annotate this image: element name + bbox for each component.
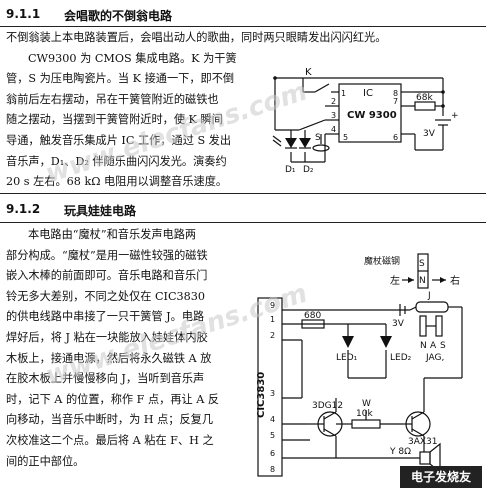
section2-line: 间的正中部位。 [6, 454, 85, 468]
led1-label: LED₁ [336, 353, 358, 363]
section2-line: 的供电线路中串接了一只干簧管 J。电路 [6, 310, 205, 324]
speaker-label: Y 8Ω [389, 447, 411, 457]
section1-line: 20 s 左右。68 kΩ 电阻用以调整音乐速度。 [6, 175, 228, 189]
transistor-3dg12: 3DG12 [312, 401, 343, 411]
section2-line: 铃无多大差别，不同之处仅在 CIC3830 [6, 289, 206, 303]
section2-line: 木板上，接通电源，然后将永久磁铁 A 放 [6, 351, 212, 365]
section1-rule [0, 26, 486, 27]
section1-line: 导通，触发音乐集成片 IC 工作，通过 S 发出 [6, 134, 232, 147]
pin-7: 7 [393, 97, 398, 106]
section2-line: 向移动，当音乐中断时，为 H 点；反复几 [6, 413, 214, 427]
section2-line: 时，记下 A 的位置，称作 F 点，再让 A 反 [6, 392, 220, 406]
chip-pin-3: 3 [270, 389, 275, 398]
battery-3v: 3V [392, 319, 405, 329]
site-logo: 电子发烧友 [400, 466, 482, 488]
section2-line: 部分构成。“魔杖”是用一磁性较强的磁铁 [6, 248, 208, 262]
pin-2: 2 [331, 97, 336, 106]
section2-top-rule [0, 193, 486, 194]
section1-number: 9.1.1 [6, 7, 41, 21]
wand-pole-n: N [419, 276, 426, 286]
section1-line: 随之摆动，当摆到干簧管附近时，使 K 瞬间 [6, 113, 223, 127]
section2-line: 嵌入木棒的前面即可。音乐电路和音乐门 [6, 269, 208, 283]
chip-label: CIC3830 [256, 372, 267, 418]
chip-pin-8: 8 [270, 465, 275, 474]
section1-line: 翁前后左右摆动，吊在干簧管附近的磁铁也 [6, 92, 219, 106]
pot-w: W [362, 399, 371, 409]
section1-line: CW9300 为 CMOS 集成电路。K 为干簧 [28, 51, 237, 65]
magnet-caption: 魔杖磁钢 [364, 255, 400, 267]
led-d1-label: D₁ [285, 165, 296, 175]
led-d2-label: D₂ [303, 165, 314, 175]
battery-plus: + [451, 111, 459, 121]
piezo-s-label: S [315, 133, 321, 143]
section2-line: 在胶木板上并慢慢移向 J，当听到音乐声 [6, 372, 205, 386]
switch-k-label: K [305, 67, 312, 78]
section2-rule [0, 222, 486, 223]
toy-doll-circuit: 魔杖磁钢 S N 左 右 CIC3830 9 1 2 3 4 5 6 8 680… [256, 253, 463, 477]
section1-line: 管，S 为压电陶瓷片。当 K 接通一下，即不倒 [6, 72, 235, 86]
chip-pin-6: 6 [270, 449, 275, 458]
chip-pin-5: 5 [270, 431, 275, 440]
jag-label: JAG, [425, 353, 444, 363]
transistor-3ax31: 3AX31 [408, 437, 438, 447]
reed-switch-j: J [427, 291, 431, 301]
direction-right: 右 [450, 274, 460, 287]
music-tumbler-circuit: K IC CW 9300 1 2 3 4 5 6 7 8 68k 3V + S … [272, 67, 459, 175]
chip-pin-4: 4 [270, 415, 275, 424]
pin-5: 5 [343, 133, 348, 142]
pot-10k: 10k [356, 409, 373, 419]
magnet-s: S [440, 341, 446, 351]
section1-line: 不倒翁装上本电路装置后，会唱出动人的歌曲，同时两只眼睛发出闪闪红光。 [6, 31, 387, 44]
ic-label: IC [363, 88, 373, 99]
direction-left: 左 [390, 274, 400, 287]
section2-title: 玩具娃娃电路 [64, 204, 137, 218]
section1-line: 音乐声，D₁、D₂ 伴随乐曲闪闪发光。演奏约 [6, 154, 227, 168]
pin-4: 4 [331, 125, 336, 134]
led2-label: LED₂ [390, 353, 412, 363]
battery-label: 3V [423, 129, 436, 139]
chip-pin-1: 1 [270, 315, 275, 324]
magnet-a: A [430, 341, 437, 351]
section2-line: 本电路由“魔杖”和音乐发声电路两 [28, 228, 197, 241]
pin-1: 1 [341, 89, 346, 98]
section2-line: 焊好后，将 J 粘在一块能放入娃娃体内胶 [6, 331, 208, 344]
section2-number: 9.1.2 [6, 202, 41, 216]
section2-line: 次校准这二个点。最后将 A 粘在 F、H 之 [6, 434, 214, 447]
ic-name: CW 9300 [347, 110, 397, 121]
chip-pin-9: 9 [270, 301, 275, 310]
magnet-n: N [420, 341, 427, 351]
pin-6: 6 [393, 133, 398, 142]
chip-pin-2: 2 [270, 331, 275, 340]
resistor-68k: 68k [416, 93, 433, 103]
resistor-680: 680 [304, 311, 321, 321]
pin-8: 8 [393, 89, 398, 98]
pin-3: 3 [331, 111, 336, 120]
wand-pole-s: S [419, 259, 425, 269]
section1-title: 会唱歌的不倒翁电路 [64, 9, 173, 23]
